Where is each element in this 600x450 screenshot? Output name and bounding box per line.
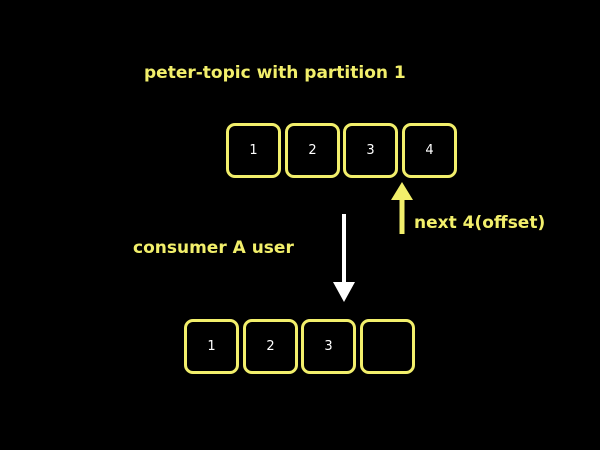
offset-arrow [391, 182, 413, 234]
consumer-cell-3: 3 [301, 319, 356, 374]
partition-cell-1: 1 [226, 123, 281, 178]
partition-cell-4: 4 [402, 123, 457, 178]
next-offset-label: next 4(offset) [414, 213, 546, 233]
partition-cell-2: 2 [285, 123, 340, 178]
consumer-cell-1: 1 [184, 319, 239, 374]
consumer-cell-2: 2 [243, 319, 298, 374]
topic-title: peter-topic with partition 1 [144, 63, 406, 83]
consumer-cell-4 [360, 319, 415, 374]
partition-cell-3: 3 [343, 123, 398, 178]
consume-down-arrow [333, 214, 355, 302]
consumer-label: consumer A user [133, 238, 294, 258]
